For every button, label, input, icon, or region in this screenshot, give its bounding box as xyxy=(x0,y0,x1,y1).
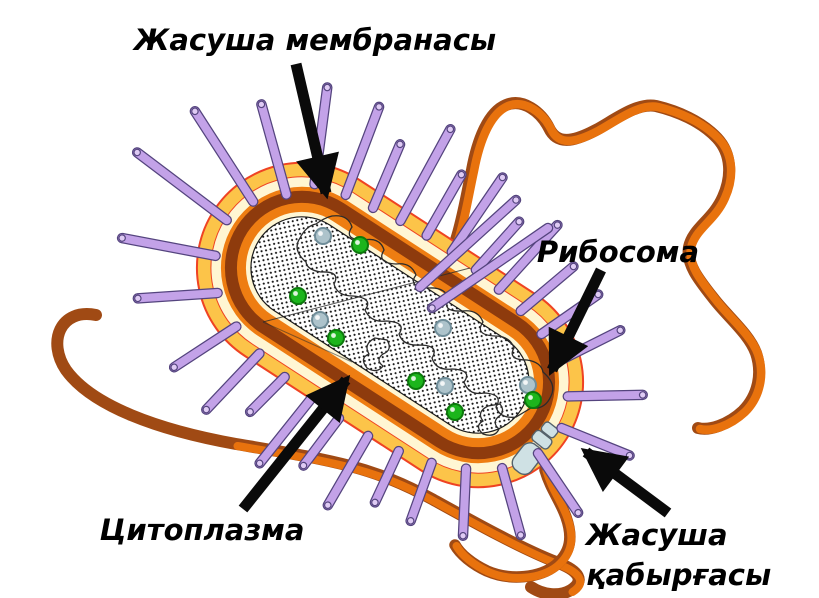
storage-granule xyxy=(434,319,452,337)
ribosome-granule xyxy=(327,329,345,347)
pilus-tip xyxy=(446,125,455,134)
pilus-tip xyxy=(616,326,625,335)
pilus-tip xyxy=(516,531,525,539)
cell-body xyxy=(195,161,585,489)
ribosome-granule xyxy=(407,372,425,390)
pilus xyxy=(493,219,563,295)
pili-overlay-group xyxy=(414,194,554,314)
pilus-tip xyxy=(406,517,415,525)
pilus-tip xyxy=(246,408,254,416)
pilus xyxy=(131,147,233,226)
pilus-tip xyxy=(371,498,379,507)
ribosome-arrow xyxy=(547,267,606,376)
pilus xyxy=(426,222,554,314)
pilus-tip xyxy=(459,531,467,540)
pilus-tip xyxy=(202,405,211,414)
wall-arrow xyxy=(580,447,672,518)
pilus-tip xyxy=(638,391,647,399)
pilus-tip xyxy=(118,234,126,242)
pilus-tip xyxy=(299,461,308,470)
pilus xyxy=(470,216,525,276)
membrane-arrow xyxy=(290,62,339,200)
pilus xyxy=(201,348,265,415)
storage-granule xyxy=(314,227,332,245)
pilus-tip xyxy=(574,508,582,517)
pilus xyxy=(532,448,584,518)
pilus xyxy=(168,321,242,373)
pilus-tip xyxy=(191,107,199,116)
pilus xyxy=(244,371,290,418)
storage-granule xyxy=(519,376,537,394)
pointer-arrows xyxy=(238,62,672,518)
pilus-tip xyxy=(512,196,520,204)
pilus-tip xyxy=(324,501,332,510)
pilus xyxy=(298,413,345,471)
pilus-tip xyxy=(457,170,466,179)
label-cell-wall-line1: Жасуша xyxy=(584,518,728,552)
pilus-tip xyxy=(134,294,142,303)
pilus xyxy=(414,194,522,293)
ribosome-granule xyxy=(524,391,542,409)
cytoplasm-stipple xyxy=(250,216,530,434)
pilus-tip xyxy=(428,304,436,312)
pilus-tip xyxy=(170,363,178,372)
label-ribosome: Рибосома xyxy=(537,235,699,269)
pilus xyxy=(515,261,579,317)
nucleoid xyxy=(296,215,554,436)
pilus xyxy=(132,287,223,304)
pilus xyxy=(496,462,526,541)
flagellum-right xyxy=(426,97,766,435)
pilus xyxy=(395,124,456,227)
pilus-tip xyxy=(255,459,264,468)
label-cell-membrane: Жасуша мембранасы xyxy=(132,23,496,57)
pilus xyxy=(562,389,648,402)
flagellum-left xyxy=(51,308,585,598)
ribosome-granule xyxy=(446,403,464,421)
pilus xyxy=(322,430,374,511)
pilus-tip xyxy=(553,221,562,229)
pilus xyxy=(367,139,406,214)
granules-group xyxy=(289,227,542,421)
pilus xyxy=(256,99,292,200)
pilus-tip xyxy=(375,103,383,111)
pilus-tip xyxy=(323,83,332,92)
pili-group xyxy=(116,82,648,542)
label-cytoplasm: Цитоплазма xyxy=(100,513,305,547)
pilus-tip xyxy=(498,173,507,182)
pilus-tip xyxy=(133,148,141,157)
pilus-tip xyxy=(515,217,523,226)
ribosome-granule xyxy=(351,236,369,254)
ribosome-granule xyxy=(289,287,307,305)
pilus xyxy=(421,169,467,241)
pilus xyxy=(189,106,259,207)
pilus-tip xyxy=(569,262,578,271)
storage-granule xyxy=(436,377,454,395)
pilus xyxy=(116,232,221,262)
pilus xyxy=(446,172,508,258)
pilus-tip xyxy=(396,140,404,149)
cytoplasm-arrow xyxy=(238,374,351,513)
pilus xyxy=(254,393,317,469)
pilus xyxy=(369,445,404,508)
pilus xyxy=(340,101,385,201)
pilus xyxy=(405,457,437,527)
pilus-tip xyxy=(257,100,266,109)
flagellum-basal xyxy=(449,464,576,583)
storage-granule xyxy=(311,311,329,329)
pilus xyxy=(457,463,472,542)
label-cell-wall-line2: қабырғасы xyxy=(586,558,771,592)
